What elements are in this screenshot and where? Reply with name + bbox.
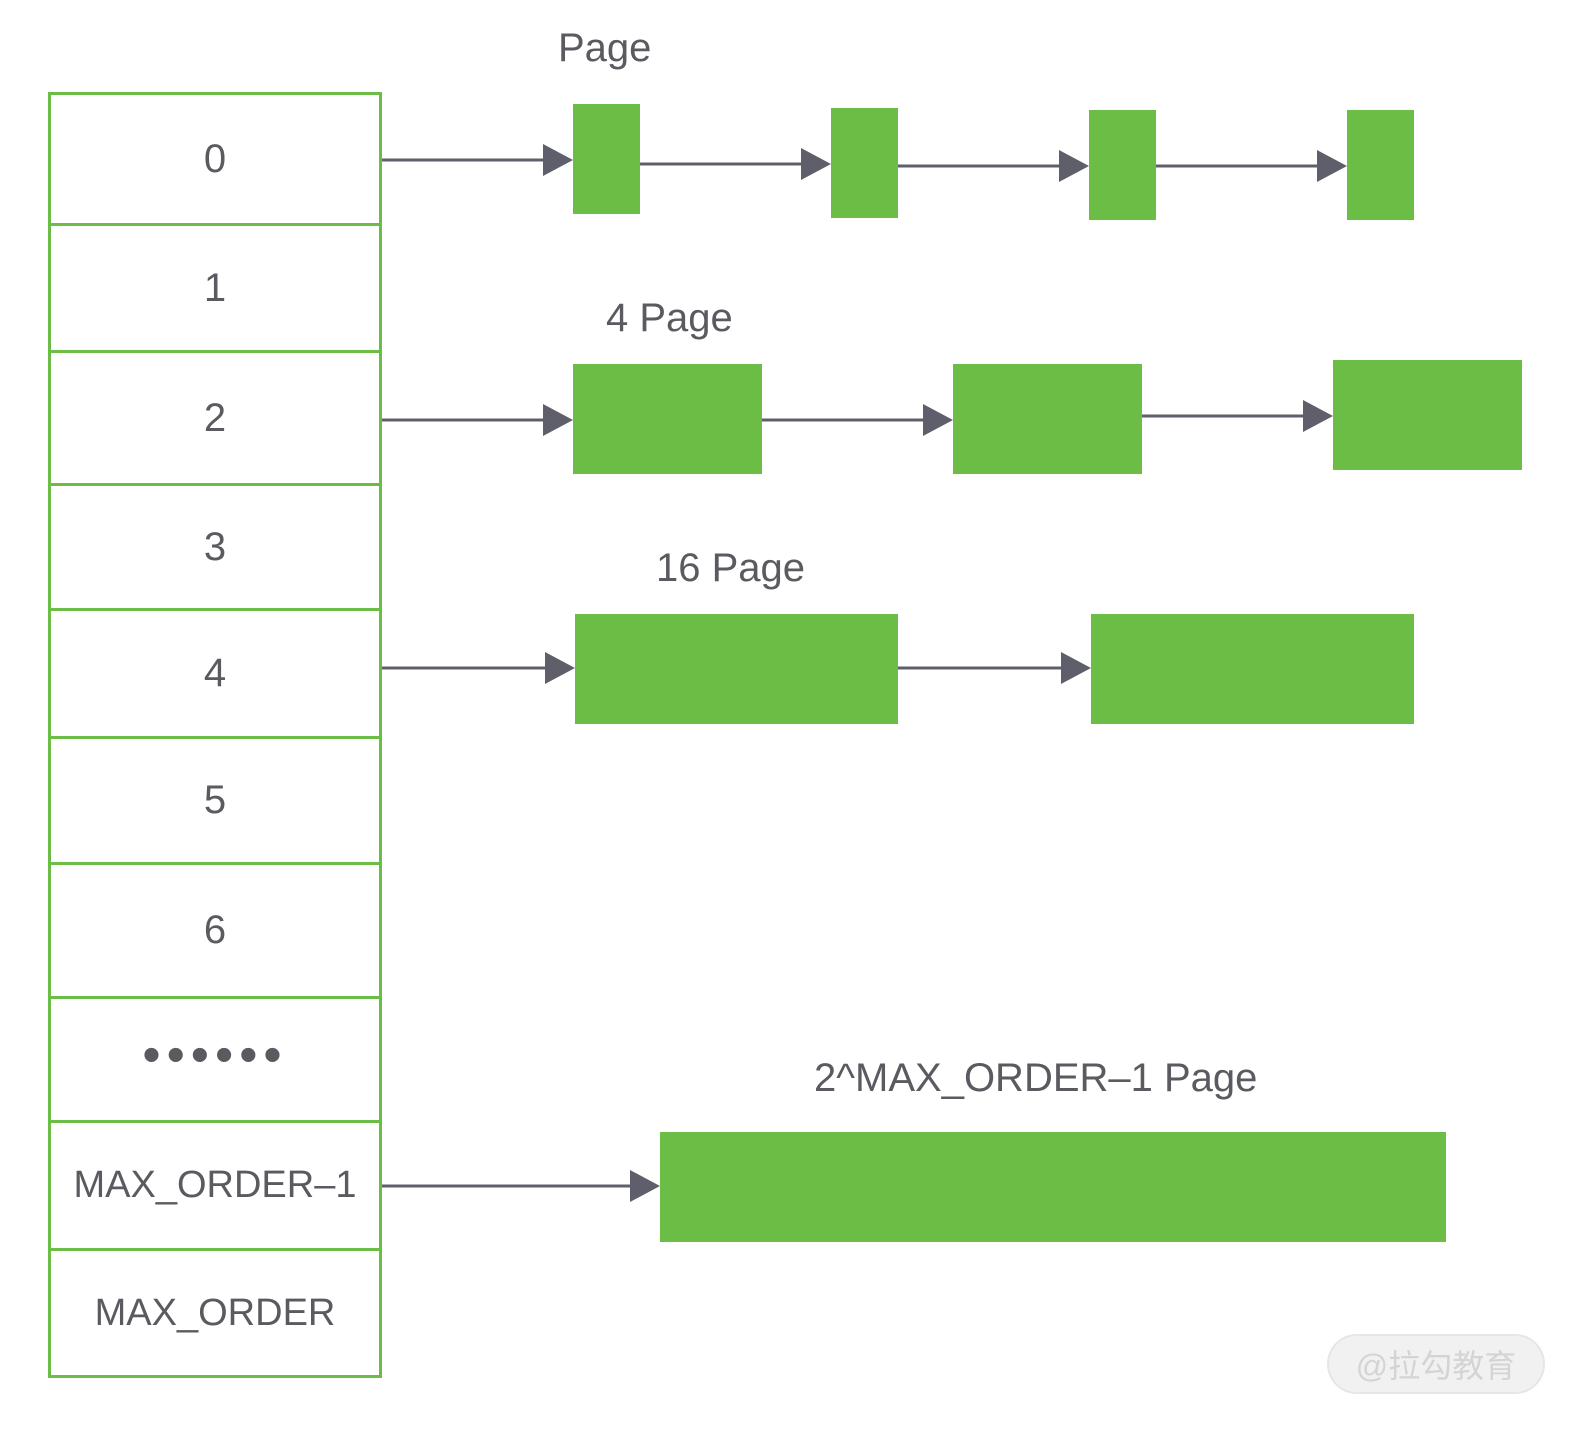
group-label-max-order-page: 2^MAX_ORDER–1 Page <box>814 1056 1258 1100</box>
page-block <box>831 108 898 218</box>
group-label-4-page: 4 Page <box>606 296 733 340</box>
arrow-head <box>543 404 573 436</box>
page-block <box>1333 360 1522 470</box>
arrow-head <box>1317 150 1347 182</box>
order-row-0: 0 <box>203 136 227 181</box>
arrow-head <box>545 652 575 684</box>
page-block <box>660 1132 1446 1242</box>
page-block <box>573 364 762 474</box>
order-row-4: 4 <box>51 608 379 736</box>
watermark-badge: @拉勾教育 <box>1327 1334 1545 1394</box>
page-block <box>573 104 640 214</box>
page-block <box>1091 614 1414 724</box>
order-row-5: 5 <box>51 736 379 862</box>
arrow-head <box>543 144 573 176</box>
page-block <box>1347 110 1414 220</box>
order-row-max-order-minus-1: MAX_ORDER–1 <box>51 1120 379 1248</box>
order-row-ellipsis: •••••• <box>51 996 379 1120</box>
order-row-max-order: MAX_ORDER <box>51 1248 379 1375</box>
order-row-6: 6 <box>51 862 379 996</box>
group-label-16-page: 16 Page <box>656 546 806 590</box>
arrow-head <box>801 148 831 180</box>
page-block <box>1089 110 1156 220</box>
order-row-3: 3 <box>51 483 379 608</box>
order-row-1: 1 <box>51 223 379 350</box>
arrow-head <box>1061 652 1091 684</box>
arrow-head <box>1059 150 1089 182</box>
arrow-head <box>1303 400 1333 432</box>
free-area-table: 0 1 2 3 4 5 6 •••••• MAX_ORDER–1 MAX_ORD… <box>48 92 382 1378</box>
page-block <box>575 614 898 724</box>
page-block <box>953 364 1142 474</box>
arrow-head <box>923 404 953 436</box>
group-label-page: Page <box>558 26 652 70</box>
arrow-head <box>630 1170 660 1202</box>
order-row-2: 2 <box>51 350 379 483</box>
